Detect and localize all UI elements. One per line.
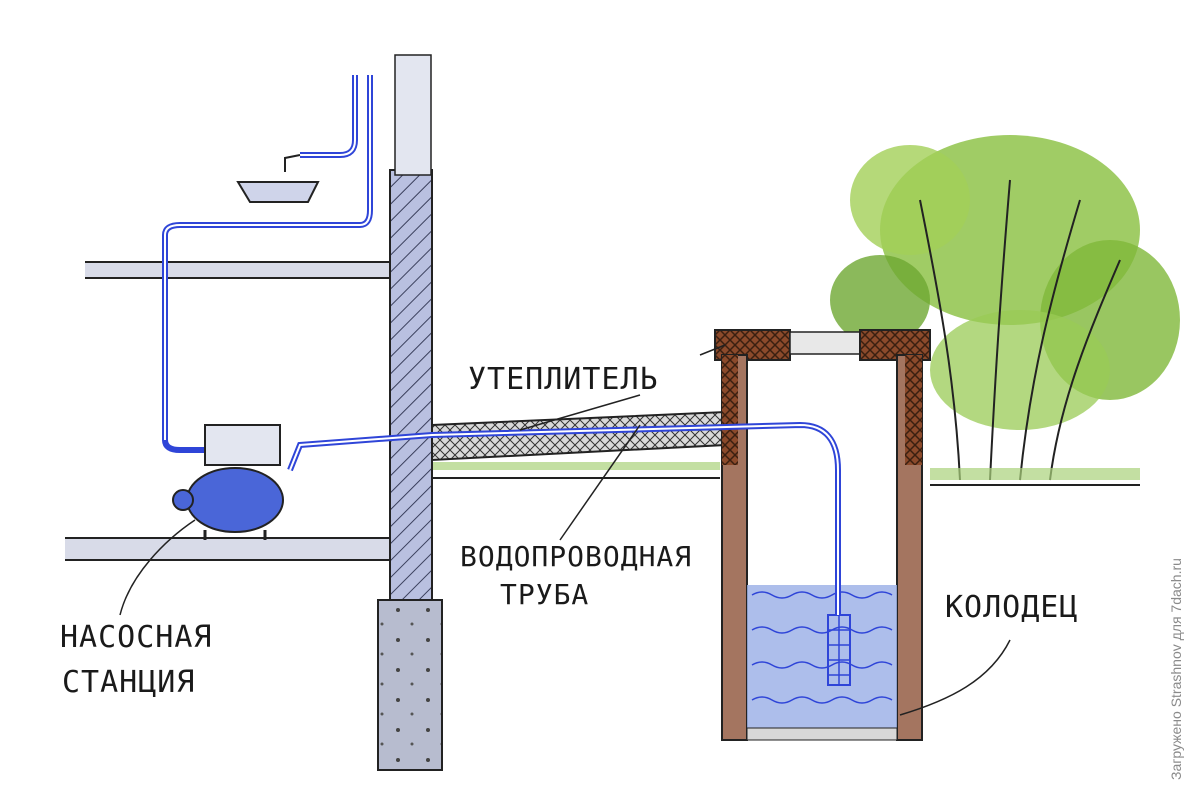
well-water [747,585,897,730]
label-water-pipe-line1: ВОДОПРОВОДНАЯ [460,540,693,573]
water-pipes [162,75,841,615]
pump-gauge [172,489,194,511]
ground-grass-right [930,468,1140,480]
tree-trunks [919,179,1121,481]
intake-filter-grid [828,615,850,685]
pump-connect [162,439,205,453]
leader-pipe [559,424,641,541]
watermark-text: Загружено Strashnov для 7dach.ru [1168,558,1184,780]
foliage-group [830,135,1180,481]
house-wall [389,169,433,601]
leader-pump [119,519,196,616]
well-wall-upper-left [722,355,738,465]
label-pump-station-line1: НАСОСНАЯ [60,620,213,655]
water-waves [751,591,893,704]
label-water-pipe-line2: ТРУБА [500,578,590,611]
label-pump-station-line2: СТАНЦИЯ [62,665,196,700]
well-wall-upper-right [905,355,922,465]
foundation [377,599,443,771]
ground-grass [430,462,720,470]
leader-insulation [519,394,641,431]
foliage-blob [930,310,1110,430]
foliage-blob [830,255,930,345]
foliage-blob [850,145,970,255]
label-insulation: УТЕПЛИТЕЛЬ [468,362,659,397]
leader-cap [699,344,726,356]
pump-feet [203,530,267,540]
leader-well [899,639,1011,716]
pump-tank [186,467,284,533]
pump-station [172,424,284,540]
well-bottom [746,727,898,741]
sink-basin [236,181,320,203]
well-cap-middle [789,331,861,355]
lower-floor [65,537,390,561]
sink [236,154,320,203]
upper-floor [85,261,390,279]
faucet [284,154,301,172]
well [714,329,931,741]
supply-pipe-outline [289,423,839,615]
label-well: КОЛОДЕЦ [945,590,1079,625]
riser-pipe-outline [164,75,371,440]
pump-motor [204,424,281,466]
ground-line [430,477,1140,486]
wall-upper [394,54,432,176]
riser-pipe [162,75,373,440]
